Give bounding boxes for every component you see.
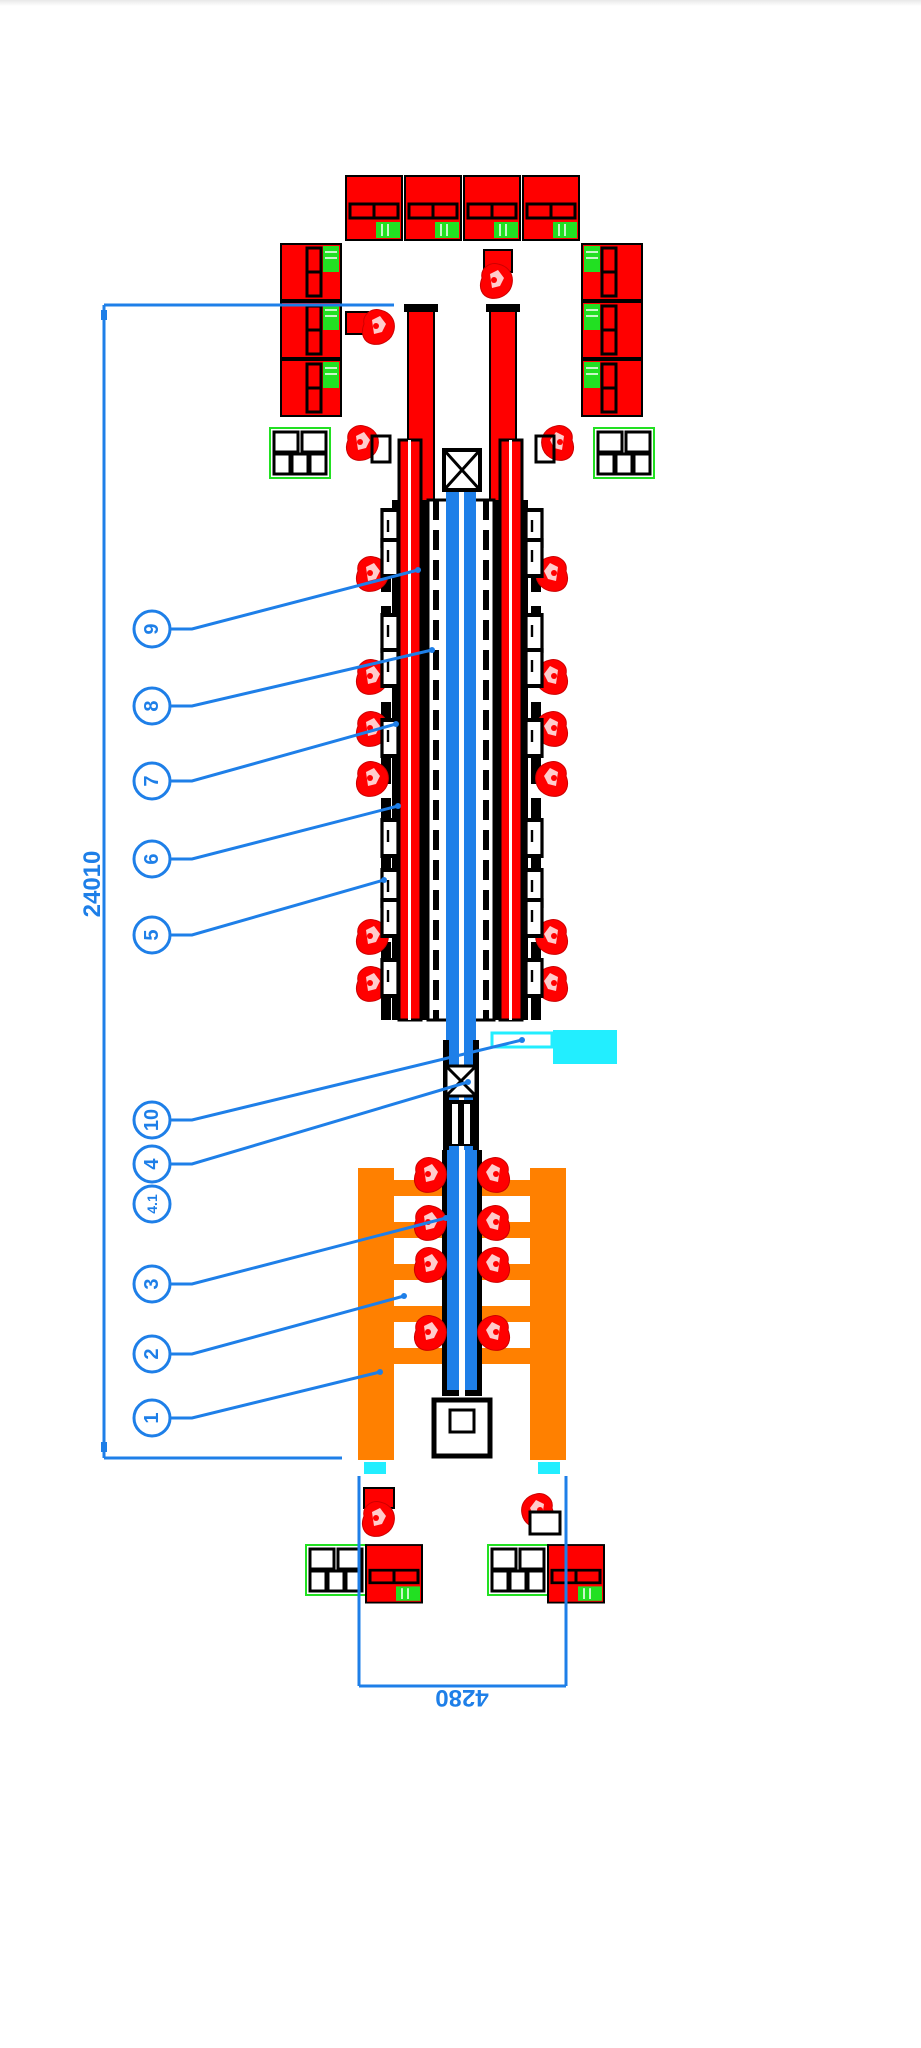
right-machine-group [580, 242, 644, 418]
balloon-6[interactable]: 6 [132, 803, 401, 879]
side-machine[interactable] [279, 300, 343, 360]
robot-icon [534, 425, 575, 464]
dimension-width-label: 4280 [435, 1684, 488, 1711]
lower-conveyor [431, 1150, 493, 1459]
balloon-label: 3 [141, 1278, 163, 1289]
balloon-5[interactable]: 5 [132, 877, 387, 955]
robot-icon [413, 1315, 447, 1351]
window-top-shadow [0, 0, 921, 6]
balloon-label: 5 [141, 929, 163, 940]
fixture-icon [380, 818, 400, 858]
side-machine[interactable] [279, 242, 343, 302]
balloon-label: 4 [141, 1158, 163, 1170]
robot-icon [477, 1157, 511, 1193]
robot-icon [355, 761, 389, 797]
robot-icon [477, 1205, 511, 1241]
robot-icon [477, 1315, 511, 1351]
dimension-width [357, 1476, 568, 1688]
balloon-10[interactable]: 10 [132, 1037, 525, 1140]
fixture-icon [524, 818, 544, 858]
balloon-label: 9 [141, 623, 163, 634]
side-machine[interactable] [580, 242, 644, 302]
balloon-7[interactable]: 7 [132, 721, 399, 801]
balloon-4[interactable]: 4 [132, 1079, 471, 1184]
balloon-3[interactable]: 3 [132, 1215, 449, 1304]
fixture-icon [524, 718, 544, 758]
balloon-4-1[interactable]: 4.1 [132, 1184, 172, 1224]
top-machine[interactable] [462, 174, 522, 242]
robot-icon [345, 425, 392, 464]
balloon-2[interactable]: 2 [132, 1293, 407, 1374]
robot-icon [535, 761, 569, 797]
balloon-callouts: 9 8 7 6 5 10 4 4.1 3 2 1 [132, 567, 525, 1438]
main-line [381, 438, 541, 1050]
top-machine-group [344, 174, 581, 242]
fixture-icon [524, 958, 544, 998]
balloon-1[interactable]: 1 [132, 1369, 383, 1438]
pallet-stack [592, 426, 656, 480]
left-machine-group [279, 242, 343, 418]
robot-icon [479, 249, 513, 299]
balloon-label: 10 [141, 1109, 163, 1131]
bottom-station-left [304, 1487, 424, 1605]
top-machine[interactable] [403, 174, 463, 242]
fixture-icon [380, 613, 400, 653]
balloon-label: 4.1 [144, 1194, 160, 1214]
robot-icon [413, 1157, 447, 1193]
top-machine[interactable] [521, 174, 581, 242]
balloon-8[interactable]: 8 [132, 647, 435, 726]
balloon-label: 7 [141, 775, 163, 786]
side-machine[interactable] [279, 358, 343, 418]
balloon-label: 6 [141, 853, 163, 864]
side-machine[interactable] [580, 300, 644, 360]
fixture-icon [524, 538, 544, 578]
sensor-box[interactable] [490, 1030, 617, 1064]
fixture-icon [524, 898, 544, 938]
robot-icon [413, 1247, 447, 1283]
robot-icon [477, 1247, 511, 1283]
fixture-icon [380, 958, 400, 998]
pallet-stack [268, 426, 332, 480]
top-machine[interactable] [344, 174, 404, 242]
fixture-icon [524, 648, 544, 688]
dimension-length-label: 24010 [79, 851, 106, 918]
fixture-icon [380, 898, 400, 938]
balloon-label: 1 [141, 1412, 163, 1423]
fixture-icon [380, 538, 400, 578]
balloon-label: 2 [141, 1348, 163, 1359]
fixture-icon [380, 648, 400, 688]
dimension-length [101, 303, 394, 1460]
side-machine[interactable] [580, 358, 644, 418]
bottom-station-right [486, 1493, 606, 1605]
balloon-label: 8 [141, 700, 163, 711]
fixture-icon [524, 613, 544, 653]
robot-icon [345, 309, 395, 345]
balloon-9[interactable]: 9 [132, 567, 421, 649]
